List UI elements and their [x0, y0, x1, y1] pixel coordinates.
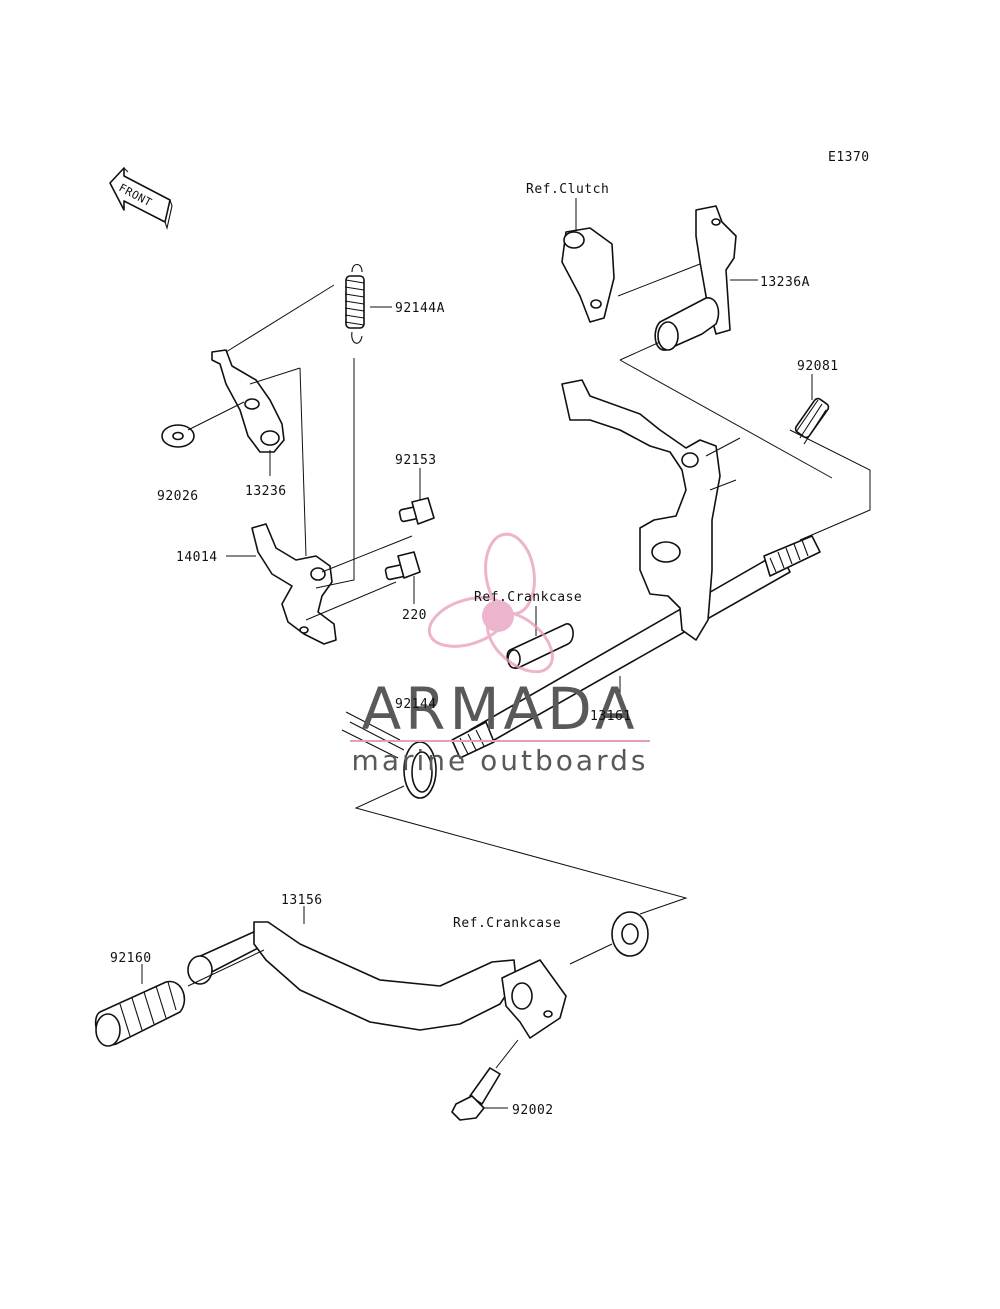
lever-13236a	[654, 205, 737, 351]
callout-ref-clutch: Ref.Clutch	[526, 182, 609, 197]
shift-pedal-13156	[187, 921, 517, 1031]
bolt-92153	[398, 497, 435, 525]
callout-92153: 92153	[395, 453, 437, 468]
diagram-code: E1370	[828, 150, 870, 165]
ref-clutch-part	[561, 227, 615, 323]
callout-ref-crankcase-bottom: Ref.Crankcase	[453, 916, 561, 931]
callout-92026: 92026	[157, 489, 199, 504]
callout-13156: 13156	[281, 893, 323, 908]
front-arrow-icon: FRONT	[109, 167, 173, 231]
callout-92144: 92144	[395, 697, 437, 712]
pedal-clamp	[501, 959, 567, 1039]
shift-arm-14014	[251, 523, 337, 645]
spring-92144	[341, 711, 437, 799]
watermark-tagline: marine outboards	[352, 744, 649, 777]
callout-13236a: 13236A	[760, 275, 810, 290]
callout-13236: 13236	[245, 484, 287, 499]
leader-lines	[141, 198, 871, 1109]
spring-92081	[794, 397, 830, 445]
callout-92144a: 92144A	[395, 301, 445, 316]
watermark-brand: ARMADA	[361, 675, 638, 743]
callout-92002: 92002	[512, 1103, 554, 1118]
rubber-92160	[94, 980, 186, 1047]
callout-92160: 92160	[110, 951, 152, 966]
callout-220: 220	[402, 608, 427, 623]
shift-plate	[561, 379, 741, 641]
spring-92144a	[344, 263, 365, 344]
bolt-220	[384, 551, 421, 581]
propeller-logo-icon	[427, 532, 554, 674]
washer-92026	[161, 424, 195, 448]
callout-ref-crankcase-top: Ref.Crankcase	[474, 590, 582, 605]
callout-labels: Ref.Clutch 13236A 92144A 92081 92026 132…	[110, 182, 839, 1118]
callout-14014: 14014	[176, 550, 218, 565]
callout-92081: 92081	[797, 359, 839, 374]
callout-13161: 13161	[590, 709, 632, 724]
lever-13236	[211, 349, 285, 453]
bolt-92002	[451, 1067, 501, 1121]
washer-bottom	[611, 911, 649, 957]
armada-watermark: ARMADA marine outboards	[350, 532, 650, 777]
